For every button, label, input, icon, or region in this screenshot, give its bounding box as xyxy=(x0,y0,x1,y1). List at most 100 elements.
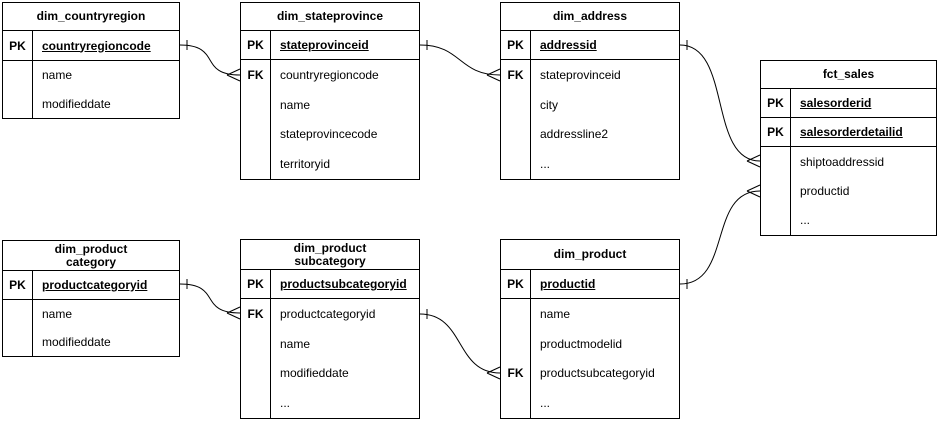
key-cell xyxy=(501,299,531,329)
attribute-list: name productmodelid FK productsubcategor… xyxy=(501,299,679,418)
entity-dim-productsubcategory: dim_product subcategory PK productsubcat… xyxy=(240,239,420,419)
pk-row: PK productcategoryid xyxy=(3,271,179,300)
field-name: addressline2 xyxy=(540,127,609,142)
entity-title: dim_countryregion xyxy=(3,3,179,31)
key-cell xyxy=(761,205,791,235)
attribute-row: city xyxy=(501,89,679,120)
attribute-list: FK countryregioncode name stateprovincec… xyxy=(241,60,419,179)
entity-title: dim_address xyxy=(501,3,679,31)
field-name: countryregioncode xyxy=(280,67,379,82)
entity-title: dim_product category xyxy=(3,241,179,271)
attribute-row: productmodelid xyxy=(501,328,679,359)
attribute-row: FK stateprovinceid xyxy=(501,60,679,90)
field-name: stateprovinceid xyxy=(540,67,621,82)
key-cell xyxy=(501,89,531,120)
pk-field: countryregioncode xyxy=(42,38,151,53)
pk-badge: PK xyxy=(3,271,33,299)
attribute-row: name xyxy=(3,300,179,328)
pk-field: salesorderid xyxy=(800,96,872,110)
pk-field: productsubcategoryid xyxy=(280,277,407,291)
attribute-list: shiptoaddressid productid ... xyxy=(761,147,936,235)
pk-badge: PK xyxy=(241,31,271,59)
field-name: modifieddate xyxy=(42,96,111,111)
field-name: name xyxy=(280,336,311,351)
pk-badge: PK xyxy=(501,270,531,298)
attribute-row: productid xyxy=(761,176,936,206)
key-cell xyxy=(241,388,271,418)
pk-badge: PK xyxy=(241,270,271,298)
attribute-row: name xyxy=(501,299,679,329)
attribute-list: FK stateprovinceid city addressline2 ... xyxy=(501,60,679,179)
attribute-row: FK productsubcategoryid xyxy=(501,358,679,389)
fk-badge: FK xyxy=(241,299,271,329)
pk-field: stateprovinceid xyxy=(280,38,369,52)
many-cardinality-crowfoot xyxy=(226,306,241,320)
field-name: city xyxy=(540,97,558,112)
field-name: territoryid xyxy=(280,157,331,172)
relationship-productcategory-productsubcategory xyxy=(179,279,241,320)
key-cell xyxy=(761,147,791,177)
key-cell xyxy=(241,89,271,120)
pk-badge: PK xyxy=(3,31,33,60)
relationship-line xyxy=(179,44,241,76)
attribute-row: ... xyxy=(761,205,936,235)
key-cell xyxy=(3,300,33,328)
attribute-row: shiptoaddressid xyxy=(761,147,936,177)
pk-field: addressid xyxy=(540,38,597,52)
entity-dim-product: dim_product PK productid name productmod… xyxy=(500,239,680,419)
field-name: productmodelid xyxy=(540,336,623,351)
entity-dim-productcategory: dim_product category PK productcategoryi… xyxy=(2,240,180,357)
attribute-row: name xyxy=(241,328,419,359)
attribute-row: name xyxy=(241,89,419,120)
entity-dim-stateprovince: dim_stateprovince PK stateprovinceid FK … xyxy=(240,2,420,180)
attribute-row: ... xyxy=(501,149,679,179)
pk-badge: PK xyxy=(761,118,791,146)
pk-row: PK stateprovinceid xyxy=(241,31,419,60)
field-name: name xyxy=(540,306,571,321)
field-name: name xyxy=(42,68,73,83)
relationship-productsubcategory-product xyxy=(419,309,501,380)
field-name: name xyxy=(42,307,73,321)
key-cell xyxy=(501,149,531,179)
entity-dim-address: dim_address PK addressid FK stateprovinc… xyxy=(500,2,680,180)
many-cardinality-crowfoot xyxy=(486,366,501,380)
pk-row: PK productid xyxy=(501,270,679,299)
attribute-row: modifieddate xyxy=(241,358,419,389)
field-name: ... xyxy=(280,396,291,411)
key-cell xyxy=(761,176,791,206)
fk-badge: FK xyxy=(241,60,271,90)
many-cardinality-crowfoot xyxy=(226,68,241,82)
relationship-address-fctsales xyxy=(679,40,761,168)
key-cell xyxy=(3,89,33,118)
field-name: stateprovincecode xyxy=(280,127,378,142)
key-cell xyxy=(241,149,271,179)
pk-field: productcategoryid xyxy=(42,278,148,292)
pk-badge: PK xyxy=(761,89,791,117)
attribute-row: stateprovincecode xyxy=(241,119,419,150)
pk-row: PK countryregioncode xyxy=(3,31,179,61)
many-cardinality-crowfoot xyxy=(486,68,501,82)
relationship-line xyxy=(419,44,501,76)
entity-title: dim_stateprovince xyxy=(241,3,419,31)
field-name: modifieddate xyxy=(280,366,349,381)
entity-dim-countryregion: dim_countryregion PK countryregioncode n… xyxy=(2,2,180,119)
field-name: shiptoaddressid xyxy=(800,154,885,169)
key-cell xyxy=(501,388,531,418)
field-name: productcategoryid xyxy=(280,306,376,321)
key-cell xyxy=(3,328,33,356)
key-cell xyxy=(501,119,531,150)
field-name: modifieddate xyxy=(42,335,111,349)
key-cell xyxy=(241,358,271,389)
pk-badge: PK xyxy=(501,31,531,59)
attribute-list: FK productcategoryid name modifieddate .… xyxy=(241,299,419,418)
key-cell xyxy=(241,119,271,150)
key-cell xyxy=(3,61,33,90)
relationship-line xyxy=(679,190,761,285)
relationship-line xyxy=(679,44,761,162)
attribute-row: FK productcategoryid xyxy=(241,299,419,329)
pk-row: PK salesorderdetailid xyxy=(761,118,936,147)
key-cell xyxy=(501,328,531,359)
pk-row: PK salesorderid xyxy=(761,89,936,118)
attribute-row: modifieddate xyxy=(3,89,179,118)
